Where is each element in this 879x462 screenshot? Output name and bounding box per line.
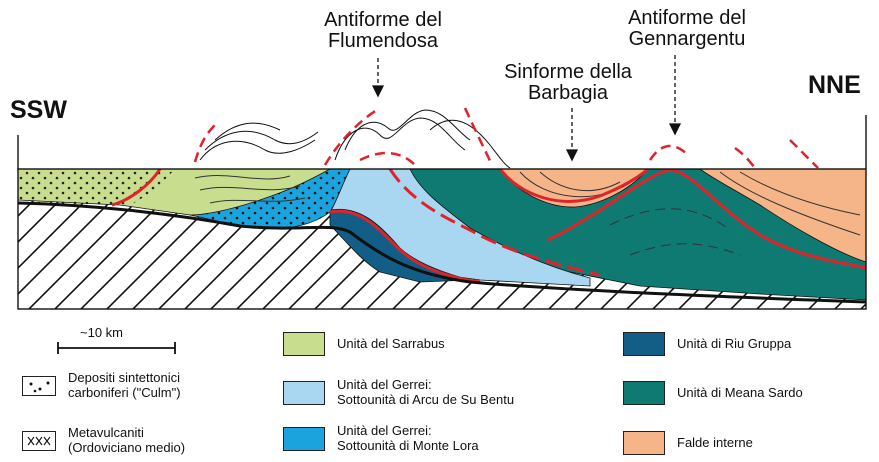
scale-bar-label: ~10 km [80, 325, 123, 340]
sinforme-barbagia-line1: Sinforme della [504, 61, 632, 83]
antiforme-gennargentu-line2: Gennargentu [628, 28, 746, 50]
legend-culm-text: Depositi sintettonici carboniferi ("Culm… [68, 370, 181, 401]
legend-metavulcaniti-text: Metavulcaniti (Ordoviciano medio) [68, 425, 186, 456]
label-ssw: SSW [10, 96, 67, 124]
label-antiforme-gennargentu: Antiforme del Gennargentu [612, 8, 762, 50]
sarrabus-swatch [283, 332, 325, 356]
eroded-thrust-traces [193, 106, 819, 169]
legend-lora-text: Unità del Gerrei: Sottounità di Monte Lo… [337, 423, 479, 454]
legend-meana-text: Unità di Meana Sardo [677, 384, 803, 401]
legend-meana: Unità di Meana Sardo [623, 381, 803, 405]
legend-sarrabus-line1: Unità del Sarrabus [337, 335, 445, 351]
legend-arcu-line2: Sottounità di Arcu de Su Bentu [337, 391, 515, 407]
eroded-fold-traces [199, 109, 511, 169]
basal-detachment [18, 201, 866, 304]
legend-falde-text: Falde interne [677, 434, 753, 451]
dots-icon [22, 375, 56, 396]
legend-falde: Falde interne [623, 431, 753, 455]
antiforme-flumendosa-line2: Flumendosa [327, 30, 439, 52]
legend-sarrabus: Unità del Sarrabus [283, 332, 445, 356]
riu-swatch [623, 332, 665, 356]
falde-swatch [623, 431, 665, 455]
crosses-icon [22, 430, 56, 451]
antiforme-gennargentu-line1: Antiforme del [628, 7, 746, 29]
unit-falde-interne-right [699, 169, 866, 263]
legend-culm-line2: carboniferi ("Culm") [68, 384, 181, 400]
legend-sarrabus-text: Unità del Sarrabus [337, 335, 445, 352]
sinforme-barbagia-line2: Barbagia [527, 82, 609, 104]
legend-arcu-line1: Unità del Gerrei: [337, 377, 432, 392]
thrust-planes [111, 169, 866, 284]
legend-metavulcaniti-line1: Metavulcaniti [68, 425, 144, 440]
unit-riu-gruppa [329, 208, 471, 283]
structure-pointers [371, 55, 682, 162]
legend-lora: Unità del Gerrei: Sottounità di Monte Lo… [283, 423, 479, 454]
culm-deposits [18, 169, 175, 205]
legend-metavulcaniti: Metavulcaniti (Ordoviciano medio) [22, 425, 186, 456]
label-nne: NNE [808, 71, 861, 99]
legend-arcu-text: Unità del Gerrei: Sottounità di Arcu de … [337, 377, 515, 408]
scale-bar [57, 342, 176, 354]
legend-lora-line2: Sottounità di Monte Lora [337, 437, 479, 453]
legend-meana-line1: Unità di Meana Sardo [677, 384, 803, 400]
legend-falde-line1: Falde interne [677, 434, 753, 450]
legend-arcu: Unità del Gerrei: Sottounità di Arcu de … [283, 377, 515, 408]
legend-lora-line1: Unità del Gerrei: [337, 423, 432, 438]
lora-swatch [283, 426, 325, 451]
section-border [17, 168, 867, 310]
legend-riu: Unità di Riu Gruppa [623, 332, 791, 356]
legend-culm-line1: Depositi sintettonici [68, 370, 180, 385]
legend-culm: Depositi sintettonici carboniferi ("Culm… [22, 370, 181, 401]
antiforme-flumendosa-line1: Antiforme del [324, 9, 442, 31]
label-antiforme-flumendosa: Antiforme del Flumendosa [308, 10, 458, 52]
legend-riu-line1: Unità di Riu Gruppa [677, 335, 792, 351]
legend-riu-text: Unità di Riu Gruppa [677, 335, 792, 352]
legend-metavulcaniti-line2: (Ordoviciano medio) [68, 439, 186, 455]
internal-foliation [194, 171, 861, 256]
label-sinforme-barbagia: Sinforme della Barbagia [493, 62, 643, 104]
arcu-swatch [283, 380, 325, 405]
meana-swatch [623, 381, 665, 405]
